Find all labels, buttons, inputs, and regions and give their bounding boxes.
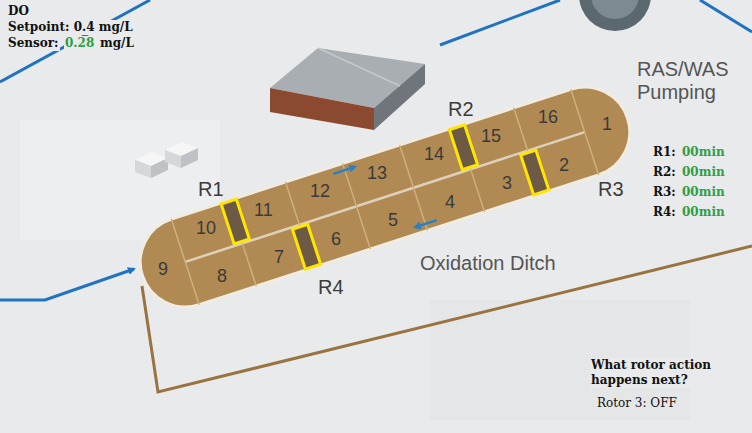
sensor-label: Sensor: — [7, 36, 60, 51]
section-number: 12 — [310, 181, 330, 202]
section-number: 9 — [158, 259, 168, 280]
timer-label: R2: — [652, 165, 677, 180]
timer-label: R4: — [652, 205, 677, 220]
section-number: 15 — [481, 126, 501, 147]
timer-value: 00min — [681, 185, 726, 200]
setpoint-value: Setpoint: 0.4 mg/L — [7, 20, 134, 35]
section-number: 14 — [424, 144, 444, 165]
rotor-label: R2 — [448, 98, 474, 121]
section-number: 4 — [445, 192, 455, 213]
section-number: 16 — [538, 107, 558, 128]
section-number: 3 — [502, 173, 512, 194]
section-number: 5 — [388, 210, 398, 231]
section-number: 13 — [367, 163, 387, 184]
timer-value: 00min — [681, 205, 726, 220]
rotor-label: R1 — [198, 178, 224, 201]
clarifier-tank — [579, 0, 651, 31]
section-number: 1 — [602, 114, 612, 135]
small-buildings — [135, 142, 198, 178]
oxidation-ditch — [129, 75, 642, 318]
timer-value: 00min — [681, 145, 726, 160]
section-number: 2 — [559, 155, 569, 176]
flow-arrow — [416, 220, 437, 227]
panel-title: DO — [7, 4, 30, 19]
section-number: 7 — [274, 247, 284, 268]
timer-value: 00min — [681, 165, 726, 180]
pipe — [700, 0, 752, 32]
flow-arrow — [333, 167, 354, 174]
pipe — [0, 0, 150, 82]
question-text: What rotor action happens next? — [590, 358, 744, 388]
rotor-label: R3 — [598, 178, 624, 201]
section-number: 8 — [217, 266, 227, 287]
rotor-label: R4 — [318, 276, 344, 299]
pipe — [440, 0, 560, 45]
timer-label: R3: — [652, 185, 677, 200]
facility-label: RAS/WAS Pumping — [637, 58, 747, 104]
timer-label: R1: — [652, 145, 677, 160]
section-number: 6 — [331, 229, 341, 250]
section-number: 10 — [196, 218, 216, 239]
basin-label: Oxidation Ditch — [420, 252, 556, 275]
sensor-value: 0.28 — [64, 36, 95, 51]
building — [270, 48, 425, 130]
influent-pipe — [0, 269, 134, 300]
section-number: 11 — [254, 200, 273, 221]
unit-label: mg/L — [99, 36, 135, 51]
answer-text: Rotor 3: OFF — [597, 396, 677, 411]
